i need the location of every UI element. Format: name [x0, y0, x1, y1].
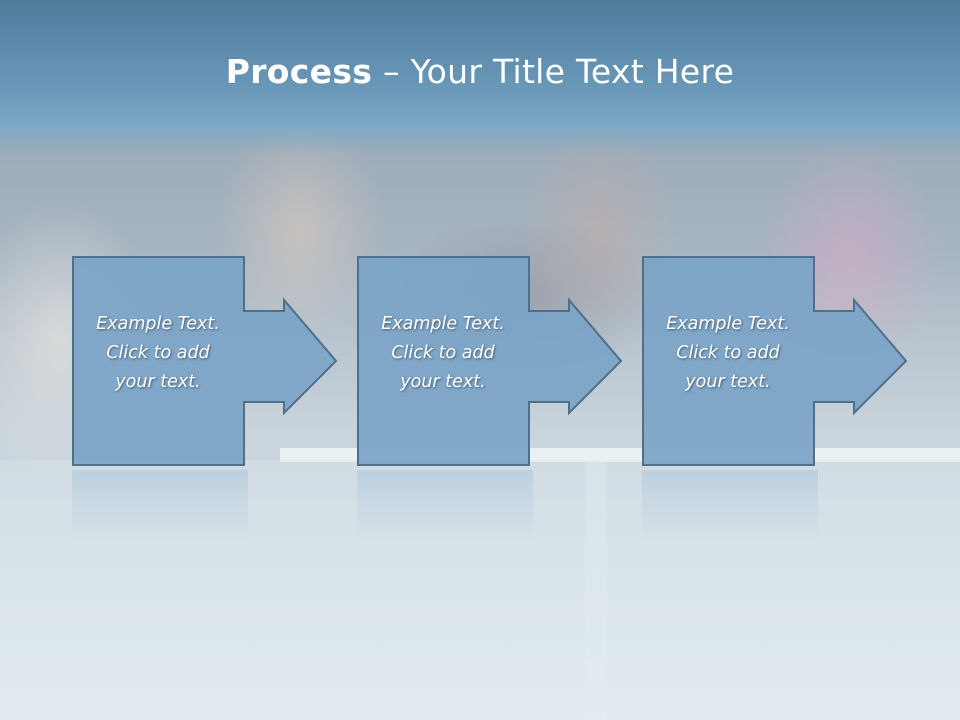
process-step-2[interactable]: Example Text. Click to add your text. — [357, 256, 633, 466]
title-rest: – Your Title Text Here — [372, 52, 735, 91]
process-step-3[interactable]: Example Text. Click to add your text. — [642, 256, 918, 466]
step-arrow-shape — [642, 256, 908, 466]
step-line-1: Example Text. — [96, 314, 220, 334]
step-reflection — [642, 470, 818, 540]
step-reflection — [72, 470, 248, 540]
step-line-2: Click to add — [676, 343, 780, 363]
step-line-3: your text. — [115, 372, 201, 392]
process-step-1[interactable]: Example Text. Click to add your text. — [72, 256, 348, 466]
step-line-3: your text. — [400, 372, 486, 392]
step-reflection — [357, 470, 533, 540]
step-text[interactable]: Example Text. Click to add your text. — [357, 310, 529, 397]
step-line-1: Example Text. — [666, 314, 790, 334]
step-text[interactable]: Example Text. Click to add your text. — [72, 310, 244, 397]
slide-title[interactable]: Process – Your Title Text Here — [0, 52, 960, 91]
step-arrow-shape — [357, 256, 623, 466]
step-arrow-shape — [72, 256, 338, 466]
step-line-1: Example Text. — [381, 314, 505, 334]
title-bold: Process — [225, 52, 373, 91]
step-line-3: your text. — [685, 372, 771, 392]
bottom-overlay — [0, 460, 960, 720]
title-fade — [0, 128, 960, 154]
step-text[interactable]: Example Text. Click to add your text. — [642, 310, 814, 397]
title-bar — [0, 0, 960, 128]
step-line-2: Click to add — [391, 343, 495, 363]
step-line-2: Click to add — [106, 343, 210, 363]
